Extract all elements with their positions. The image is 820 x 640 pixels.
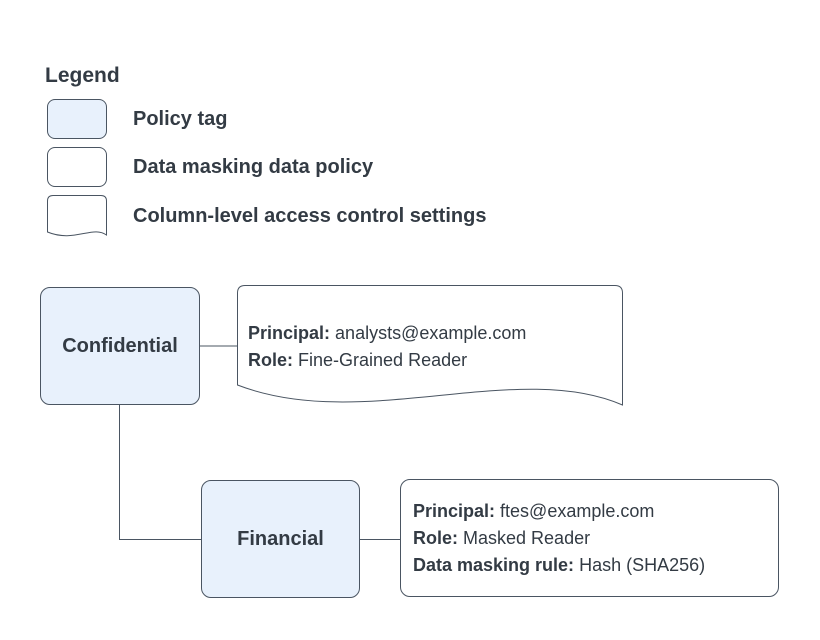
legend-item-label-policy-tag: Policy tag xyxy=(133,108,228,130)
node-confidential: Confidential xyxy=(40,287,200,405)
field-value: Hash (SHA256) xyxy=(579,554,706,575)
field-value: ftes@example.com xyxy=(500,500,655,521)
document-annotation-outline xyxy=(237,285,623,406)
node-financial: Financial xyxy=(201,480,360,598)
document-swatch xyxy=(47,195,107,237)
annotation-line: Principal: analysts@example.com xyxy=(248,320,526,347)
connector-confidential-to-financial xyxy=(119,405,201,540)
node-label: Financial xyxy=(237,527,324,550)
document-annotation-text: Principal: analysts@example.com Role: Fi… xyxy=(248,320,526,374)
field-label: Principal: xyxy=(248,323,331,343)
field-label: Data masking rule: xyxy=(413,554,575,575)
field-label: Principal: xyxy=(413,500,496,521)
field-value: Fine-Grained Reader xyxy=(298,350,468,370)
policy-tag-swatch xyxy=(47,99,107,139)
annotation-line: Data masking rule: Hash (SHA256) xyxy=(413,552,778,579)
legend-item-label-column-access: Column-level access control settings xyxy=(133,205,487,227)
annotation-line: Role: Masked Reader xyxy=(413,525,778,552)
field-label: Role: xyxy=(248,350,293,370)
field-label: Role: xyxy=(413,527,458,548)
node-label: Confidential xyxy=(62,334,178,357)
data-policy-swatch xyxy=(47,147,107,187)
annotation-line: Role: Fine-Grained Reader xyxy=(248,347,526,374)
legend-title: Legend xyxy=(45,64,120,87)
field-value: analysts@example.com xyxy=(335,323,527,343)
field-value: Masked Reader xyxy=(463,527,591,548)
data-policy-annotation: Principal: ftes@example.com Role: Masked… xyxy=(400,479,779,597)
document-annotation-shape xyxy=(237,285,623,406)
legend-item-label-data-policy: Data masking data policy xyxy=(133,156,374,178)
document-swatch-outline xyxy=(47,195,107,237)
annotation-line: Principal: ftes@example.com xyxy=(413,498,778,525)
